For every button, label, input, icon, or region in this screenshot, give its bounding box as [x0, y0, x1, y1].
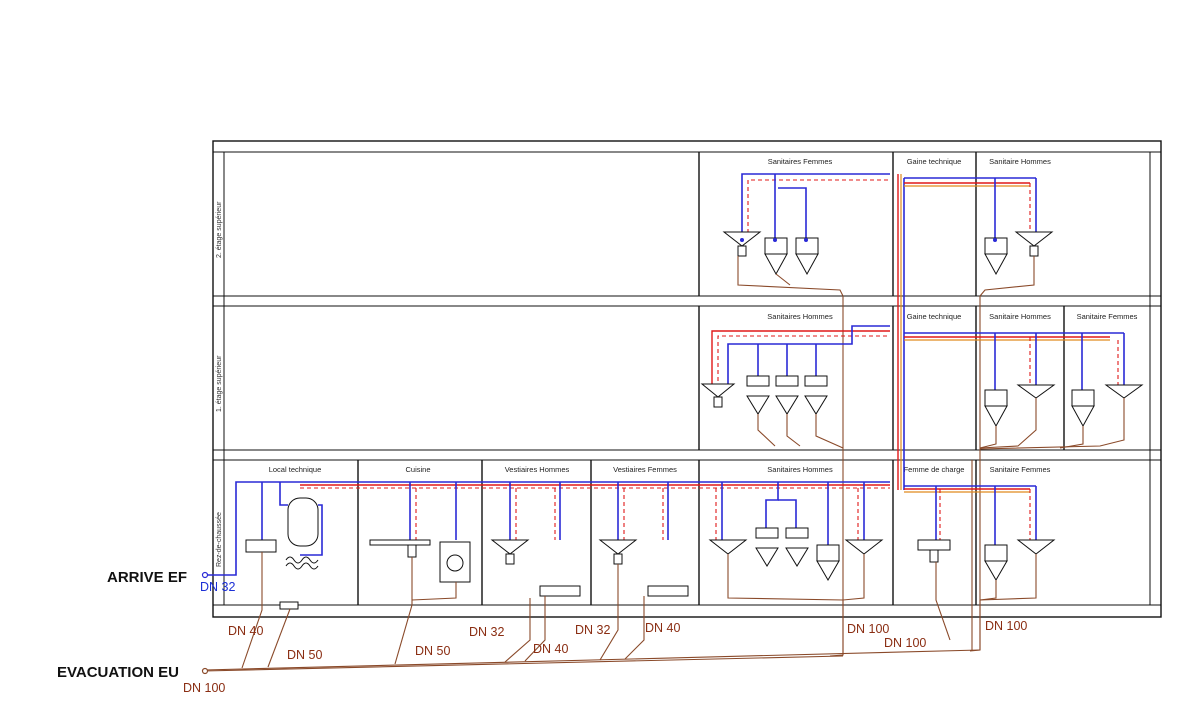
room-label-sanitaire-femmes-0: Sanitaire Femmes: [990, 465, 1051, 474]
dn-label: DN 40: [228, 624, 263, 638]
building-frame: [212, 140, 1162, 618]
floor-label-ground: Rez-de-chaussée: [216, 512, 223, 567]
room-label-sanitaires-hommes-0: Sanitaires Hommes: [767, 465, 833, 474]
drain-collector: [203, 552, 981, 672]
dn-label: DN 32: [575, 623, 610, 637]
floor-label-second: 2. étage supérieur: [216, 201, 223, 258]
supply-inlet: ARRIVE EF DN 32: [107, 569, 235, 594]
drain-label: EVACUATION EU: [57, 664, 179, 681]
supply-label: ARRIVE EF: [107, 569, 187, 586]
floor-1-network: [700, 325, 1144, 450]
room-label-gaine-technique-2: Gaine technique: [907, 157, 962, 166]
room-label-gaine-technique-1: Gaine technique: [907, 312, 962, 321]
dn-label: DN 100: [847, 622, 889, 636]
room-label-vestiaires-hommes: Vestiaires Hommes: [505, 465, 570, 474]
drain-dn-main: DN 100: [183, 681, 225, 695]
room-label-sanitaire-hommes-2: Sanitaire Hommes: [989, 157, 1051, 166]
drain-outlet: EVACUATION EU DN 100: [57, 664, 225, 695]
room-label-sanitaire-hommes-1: Sanitaire Hommes: [989, 312, 1051, 321]
floor-2-network: [722, 173, 1054, 297]
room-label-cuisine: Cuisine: [405, 465, 430, 474]
room-label-vestiaires-femmes: Vestiaires Femmes: [613, 465, 677, 474]
supply-dn-label: DN 32: [200, 580, 235, 594]
dn-label: DN 50: [415, 644, 450, 658]
dn-label: DN 100: [884, 636, 926, 650]
floor-label-first: 1. étage supérieur: [216, 355, 223, 412]
dn-label: DN 100: [985, 619, 1027, 633]
room-label-femme-de-charge: Femme de charge: [904, 465, 965, 474]
dn-label: DN 50: [287, 648, 322, 662]
dn-label: DN 40: [645, 621, 680, 635]
room-label-sanitaires-femmes-2: Sanitaires Femmes: [768, 157, 833, 166]
risers: [842, 174, 981, 655]
room-label-local-technique: Local technique: [269, 465, 322, 474]
room-label-sanitaire-femmes-1: Sanitaire Femmes: [1077, 312, 1138, 321]
floor-0-network: [204, 481, 1056, 641]
room-label-sanitaires-hommes-1: Sanitaires Hommes: [767, 312, 833, 321]
dn-label: DN 32: [469, 625, 504, 639]
dn-label: DN 40: [533, 642, 568, 656]
